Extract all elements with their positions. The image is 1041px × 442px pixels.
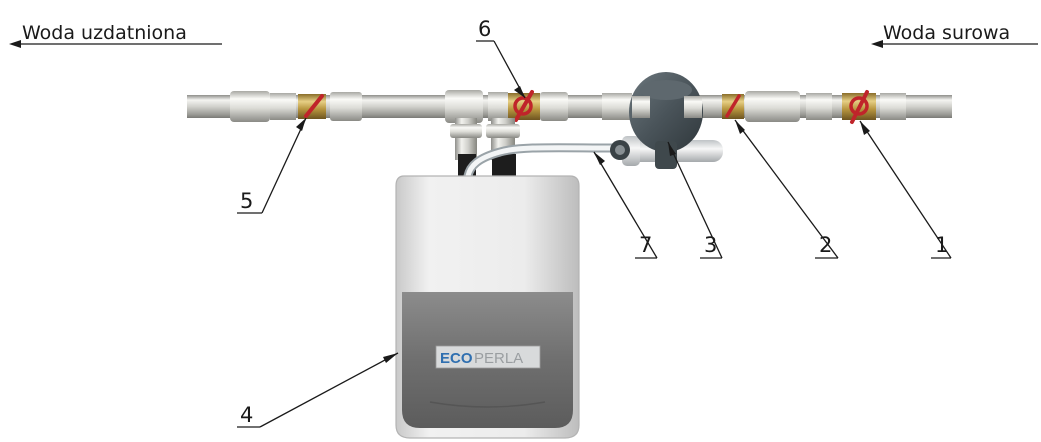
pipe-fitting: [230, 91, 270, 122]
arrow-left-icon: [871, 40, 883, 48]
connector-right: [492, 154, 516, 176]
flow-label-treated: Woda uzdatniona: [9, 22, 222, 48]
hose-fitting-core: [615, 145, 625, 155]
main-pipe: [187, 90, 952, 123]
pipe-fitting: [806, 93, 832, 120]
valve-6[interactable]: [488, 90, 540, 122]
brand-plate: [435, 345, 541, 369]
down-pipe-nut: [450, 124, 482, 138]
brand-logo-eco: ECO: [440, 350, 473, 367]
valve-handle-ring-icon[interactable]: [513, 96, 533, 116]
arrow-icon: [735, 120, 745, 134]
pipe-fitting: [270, 93, 296, 120]
arrow-icon: [383, 353, 398, 363]
flow-label-raw: Woda surowa: [871, 22, 1038, 48]
arrow-icon: [594, 152, 605, 165]
pipe-fitting: [745, 91, 800, 122]
meter-coupling: [684, 96, 702, 118]
callout-2: 2: [734, 119, 839, 259]
callout-number: 7: [639, 233, 652, 257]
pipe-fitting: [330, 92, 362, 121]
callout-number: 3: [704, 233, 717, 257]
arrow-icon: [668, 142, 676, 156]
callout-number: 5: [240, 189, 253, 213]
pipe-fitting: [602, 93, 632, 120]
valve-2[interactable]: [722, 94, 744, 119]
valve-1[interactable]: [842, 90, 876, 124]
flow-label-treated-text: Woda uzdatniona: [22, 22, 187, 44]
down-pipes: [450, 118, 520, 176]
arrow-icon: [860, 121, 870, 135]
callout-4: 4: [237, 352, 399, 428]
callout-number: 1: [935, 233, 948, 257]
down-pipe-nut: [486, 124, 520, 138]
callout-6: 6: [476, 17, 526, 99]
callout-number: 4: [240, 403, 253, 427]
callout-1: 1: [859, 120, 952, 259]
callout-3: 3: [667, 141, 723, 259]
tee-fitting: [445, 90, 483, 123]
arrow-icon: [514, 86, 525, 98]
meter-coupling: [632, 96, 650, 118]
callout-number: 2: [819, 233, 832, 257]
drain-hose-7: [465, 145, 620, 179]
brand-logo-perla: PERLA: [474, 350, 523, 367]
arrow-left-icon: [9, 40, 21, 48]
valve-handle-ring-icon[interactable]: [849, 96, 869, 116]
valve-handle-icon[interactable]: [725, 94, 741, 118]
softener-unit-4: ECO PERLA: [395, 175, 580, 439]
valve-5[interactable]: [298, 94, 326, 119]
filter-meter-3: [629, 72, 703, 169]
valve-fitting: [488, 92, 508, 121]
callout-number: 6: [478, 17, 491, 41]
pipe-fitting: [540, 92, 568, 121]
meter-cap: [640, 80, 692, 100]
unit-panel-groove: [429, 401, 546, 408]
valve-handle-icon[interactable]: [304, 94, 324, 118]
flow-label-raw-text: Woda surowa: [883, 22, 1010, 44]
callout-5: 5: [237, 117, 307, 214]
callout-7: 7: [593, 151, 658, 259]
pipe-fitting: [880, 93, 906, 120]
valve-handle-icon[interactable]: [514, 90, 534, 122]
valve-handle-icon[interactable]: [850, 90, 869, 124]
arrow-icon: [296, 118, 306, 131]
